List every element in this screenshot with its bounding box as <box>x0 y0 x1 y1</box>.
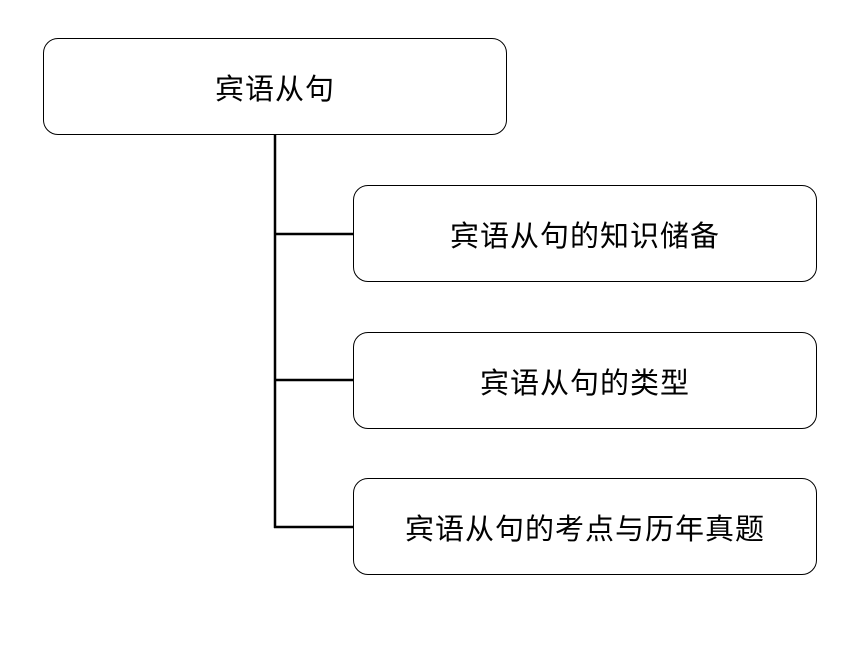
child-node-label: 宾语从句的考点与历年真题 <box>404 511 765 546</box>
root-node: 宾语从句 <box>43 38 507 135</box>
child-node-knowledge: 宾语从句的知识储备 <box>353 185 817 282</box>
child-node-label: 宾语从句的知识储备 <box>449 218 720 253</box>
child-node-types: 宾语从句的类型 <box>353 332 817 429</box>
root-node-label: 宾语从句 <box>214 71 335 106</box>
child-node-label: 宾语从句的类型 <box>479 365 690 400</box>
child-node-exam-points: 宾语从句的考点与历年真题 <box>353 478 817 575</box>
